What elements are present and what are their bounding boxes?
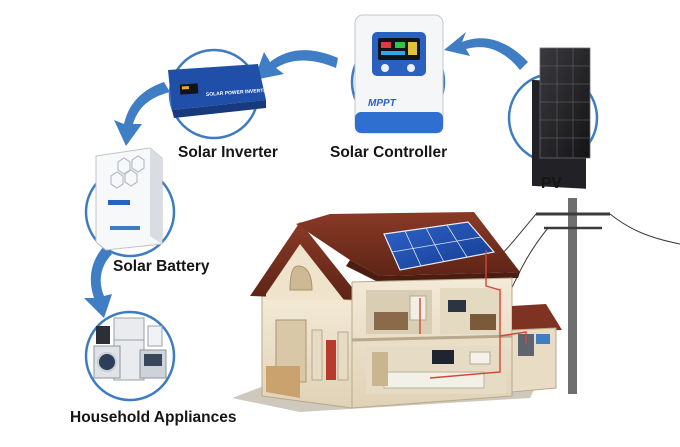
inverter-icon: SOLAR POWER INVERTER [168,64,271,118]
pv-node [507,47,599,189]
arrow-inverter-to-battery [114,82,170,146]
inverter-panel-text: SOLAR POWER INVERTER [206,87,271,98]
arrow-battery-to-appliances [84,246,112,318]
appliances-icon [93,317,167,381]
house-cutaway-illustration [232,212,562,412]
solar-battery-label: Solar Battery [113,258,210,275]
inverter-node: SOLAR POWER INVERTER [168,48,271,140]
pv-label: PV [541,175,562,192]
solar-panel-icon [532,47,591,189]
arrow-controller-to-inverter [254,50,338,80]
solar-controller-label: Solar Controller [330,144,448,161]
charge-controller-icon: MPPT [354,14,444,134]
battery-icon [95,147,163,251]
flow-arrows [84,32,528,318]
battery-node [84,147,176,258]
controller-brand: MPPT [368,98,397,109]
controller-node: MPPT [350,14,446,134]
appliances-node [84,310,176,402]
household-appliances-label: Household Appliances [70,409,237,426]
arrow-pv-to-controller [444,32,528,70]
solar-inverter-label: Solar Inverter [178,144,278,161]
rooftop-solar-array [383,221,496,271]
